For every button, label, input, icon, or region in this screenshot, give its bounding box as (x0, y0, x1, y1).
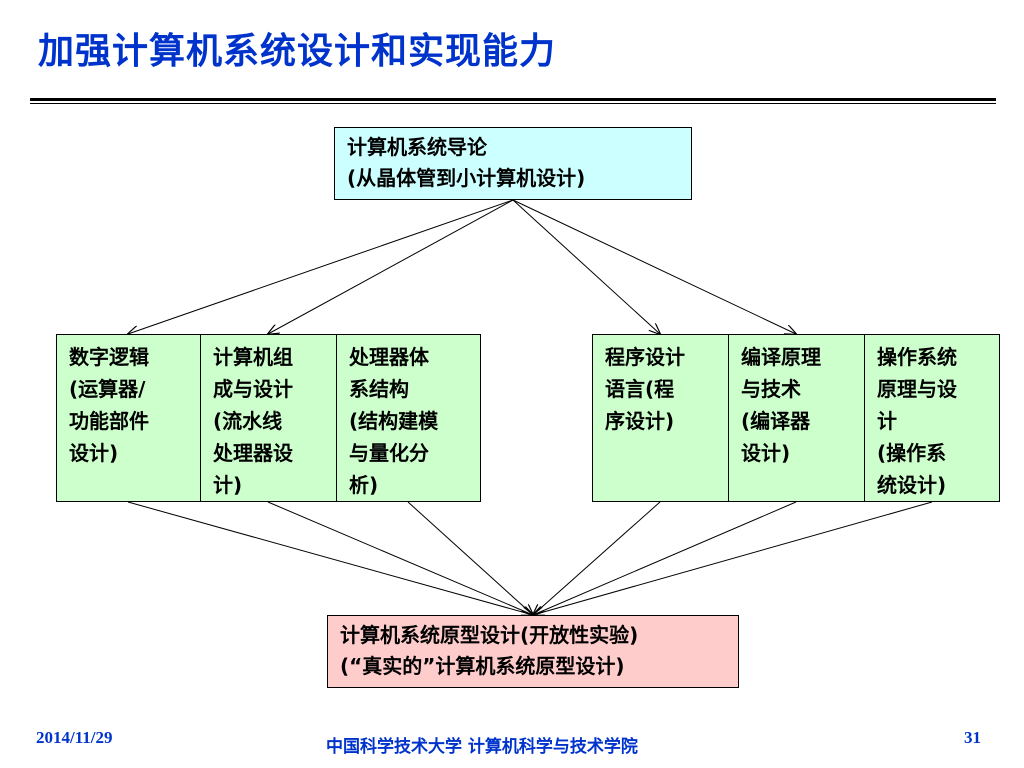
footer-date: 2014/11/29 (36, 728, 113, 747)
prototype-design-box: 计算机系统原型设计(开放性实验) (“真实的”计算机系统原型设计) (327, 615, 739, 688)
arrow-from-programming-language (533, 501, 661, 615)
title-divider-thin (30, 103, 996, 104)
course-compiler: 编译原理 与技术 (编译器 设计) (728, 334, 865, 502)
course-programming-language: 程序设计 语言(程 序设计) (592, 334, 729, 502)
arrow-from-digital-logic (127, 501, 533, 615)
footer-organization: 中国科学技术大学 计算机科学与技术学院 (326, 737, 638, 757)
intro-course-box: 计算机系统导论 (从晶体管到小计算机设计) (334, 127, 692, 200)
course-digital-logic: 数字逻辑 (运算器/ 功能部件 设计) (56, 334, 201, 502)
title-divider (30, 98, 996, 101)
arrow-to-compiler (512, 199, 796, 334)
course-operating-system: 操作系统 原理与设 计 (操作系 统设计) (864, 334, 1000, 502)
arrow-from-processor-architecture (407, 501, 533, 615)
course-processor-architecture: 处理器体 系结构 (结构建模 与量化分 析) (336, 334, 481, 502)
arrow-from-computer-organization (267, 501, 533, 615)
arrow-to-digital-logic (128, 199, 514, 334)
course-computer-organization: 计算机组 成与设计 (流水线 处理器设 计) (200, 334, 337, 502)
arrow-to-computer-organization (268, 199, 514, 334)
arrow-from-operating-system (533, 501, 933, 615)
page-number: 31 (964, 728, 981, 747)
arrow-from-compiler (533, 501, 797, 615)
arrow-to-programming-language (512, 199, 660, 334)
slide-title: 加强计算机系统设计和实现能力 (38, 31, 557, 72)
